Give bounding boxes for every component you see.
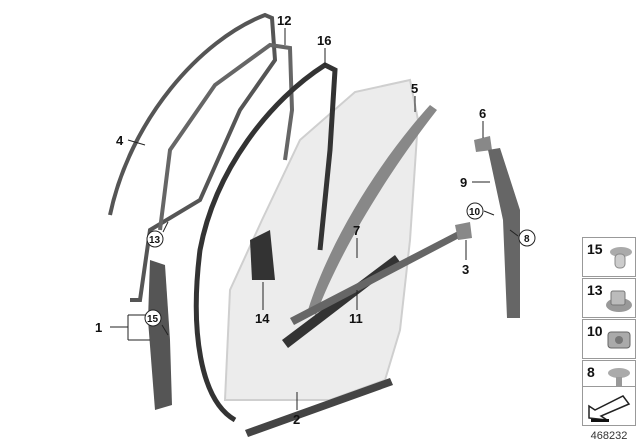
svg-text:15: 15 <box>147 314 159 325</box>
svg-text:10: 10 <box>469 207 481 218</box>
direction-arrow-icon <box>588 395 631 422</box>
part-12-seal <box>158 42 295 231</box>
svg-text:13: 13 <box>149 235 161 246</box>
legend-item-13: 13 <box>582 278 636 318</box>
part-3-bracket <box>455 222 472 240</box>
circled-callout-15: 15 <box>144 309 162 327</box>
part-6-cap <box>474 136 492 152</box>
callout-5: 5 <box>411 81 418 96</box>
clip-icon <box>610 247 632 269</box>
part-5-channel <box>308 105 437 315</box>
circled-callout-8: 8 <box>518 229 536 247</box>
circled-callout-13: 13 <box>146 230 164 248</box>
part-11-strip <box>290 230 463 325</box>
callout-4: 4 <box>116 133 124 148</box>
callout-7: 7 <box>353 223 360 238</box>
diagram-number: 468232 <box>590 430 628 442</box>
nut-clip-icon <box>606 290 632 312</box>
legend-item-10: 10 <box>582 319 636 359</box>
callout-9: 9 <box>460 175 467 190</box>
part-2-sill-strip <box>245 378 393 437</box>
legend-arrow-box <box>582 386 636 426</box>
callout-1: 1 <box>95 320 102 335</box>
callout-16: 16 <box>317 33 331 48</box>
callout-2: 2 <box>293 412 300 427</box>
svg-text:8: 8 <box>524 234 530 245</box>
callout-3: 3 <box>462 262 469 277</box>
part-4-seal <box>108 12 278 302</box>
part-1-pillar-trim <box>148 260 172 410</box>
callout-6: 6 <box>479 106 486 121</box>
part-14-mirror-trim <box>250 230 275 280</box>
callout-11: 11 <box>349 311 363 326</box>
callout-12: 12 <box>277 13 291 28</box>
part-9-pillar-cover <box>488 148 520 318</box>
expanding-nut-icon <box>607 331 631 349</box>
circled-callout-10: 10 <box>466 202 484 220</box>
callout-14: 14 <box>255 311 270 326</box>
part-16-seal <box>193 62 338 423</box>
legend-item-15: 15 <box>582 237 636 277</box>
